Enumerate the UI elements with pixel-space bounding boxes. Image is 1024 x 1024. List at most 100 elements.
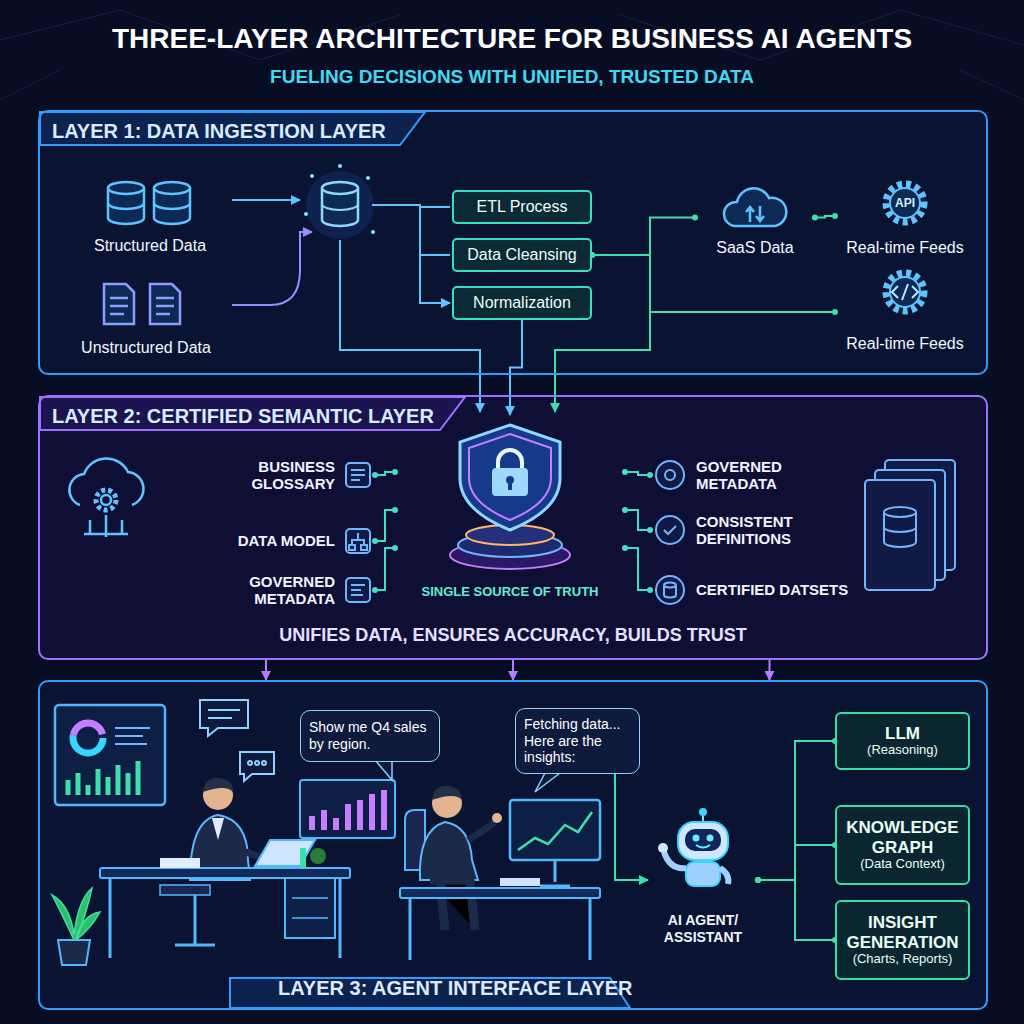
semantic-item-icons-part [346,463,370,487]
capability-box: INSIGHT GENERATION(Charts, Reports) [835,900,970,980]
panel-tabs [40,112,630,1008]
connector-dot [392,545,398,551]
cloud-gear-icon [69,459,143,537]
plant-part [52,888,100,940]
dataset-stack-part [884,507,916,517]
layer-heading: LAYER 1: DATA INGESTION LAYER [52,120,386,143]
hub-database-part [322,204,358,210]
right-desk-part [400,888,600,898]
semantic-item-icons-part [665,470,675,480]
seated-person-part [468,822,495,840]
semantic-item-icons [346,461,684,604]
connector-dot [392,507,398,513]
code-gear-icon-part [886,273,924,311]
semantic-item: CONSISTENT DEFINITIONS [650,505,850,555]
connector-dot [832,213,838,219]
cloud-gear-icon-part [84,515,128,537]
chat-icons-part [240,752,274,781]
node-text: Show me Q4 sales by region. [309,719,431,753]
source-item: Structured Data [70,172,230,258]
seated-person [405,786,502,930]
capability-box: KNOWLEDGE GRAPH(Data Context) [835,805,970,885]
shield-lock [450,425,570,569]
connector-dot [372,587,378,593]
right-desk-part [518,812,592,850]
node-subtext: (Reasoning) [867,743,938,758]
analytics-monitor [55,705,165,805]
node-text: SaaS Data [716,239,793,257]
structured-data-icons [108,182,190,224]
connector-dot [622,469,628,475]
saas-cloud-icon-part [724,188,786,226]
layer-panel: LAYER 2: CERTIFIED SEMANTIC LAYERUNIFIES… [38,395,988,660]
shield-lock-part [460,425,560,530]
semantic-item-icons-part [351,585,365,595]
analytics-monitor-part [115,728,150,744]
code-gear-icon [886,273,924,311]
connector [592,218,695,256]
hub-database-part-part [338,164,342,168]
robot-agent-part [720,868,728,884]
connector [375,510,395,541]
left-desk-part [100,868,350,878]
robot-agent-part [678,822,728,860]
connector [625,548,650,590]
node-text: Fetching data... Here are the insights: [524,716,631,766]
robot-agent-part [686,862,720,886]
node-text: INSIGHT GENERATION [843,913,962,952]
connector-dot [647,527,653,533]
seated-person-part [432,786,462,800]
connector [815,216,835,218]
robot-agent-part [685,829,721,851]
chat-icons-part [248,761,252,765]
node-text: Structured Data [94,237,206,255]
semantic-item-icons-part [664,526,676,534]
structured-data-icons-part [154,203,190,209]
speech-bubble: Fetching data... Here are the insights: [515,708,640,774]
source-item: Unstructured Data [60,276,232,360]
connector [625,472,650,475]
agent-figure: AI AGENT/ ASSISTANT [648,810,758,950]
bubble-tails-part [535,773,560,792]
plant [52,888,100,965]
feed-item: Real-time Feeds [835,268,975,356]
process-box: Normalization [452,286,592,320]
connector-dot [372,538,378,544]
robot-agent-part [699,808,707,816]
document-icons-part [150,284,180,324]
seated-person-part [420,822,478,880]
robot-agent-part [693,835,700,842]
hub-database-part [304,164,375,234]
robot-agent [658,808,728,886]
analytics-monitor-part [73,723,103,753]
semantic-item-icons-part [346,578,370,602]
robot-agent-part [707,835,714,842]
connector-dot [755,877,761,883]
connector-dot [755,877,761,883]
cloud-gear-icon-part [69,459,143,505]
chat-icons [200,700,274,781]
layer-panel: LAYER 1: DATA INGESTION LAYER Structured … [38,110,988,375]
semantic-item: GOVERNED METADATA [650,450,850,500]
ingest-flow-lines-part [232,199,300,201]
connector [758,741,835,880]
connector [758,880,835,940]
saas-cloud-icon [724,188,786,226]
connector-dot [812,215,818,221]
right-desk-part [500,878,540,886]
node-text: CERTIFIED DATSETS [696,581,848,598]
truth-hub: SINGLE SOURCE OF TRUTH [395,415,625,605]
code-gear-icon-part [892,284,918,300]
node-text: GOVERNED METADATA [696,458,850,493]
semantic-item: BUSINESS GLOSSARY [215,450,375,500]
semantic-item-icons-part [351,470,365,480]
structured-data-icons-part [108,203,144,209]
hub-database-part-part [366,176,370,180]
person-at-laptop-part [212,818,224,840]
right-desk-part [510,800,600,860]
connector-dot [832,309,838,315]
hub-database-part-part [304,212,308,216]
connector [510,320,522,415]
connector [769,660,771,680]
node-subtext: (Data Context) [860,857,945,872]
